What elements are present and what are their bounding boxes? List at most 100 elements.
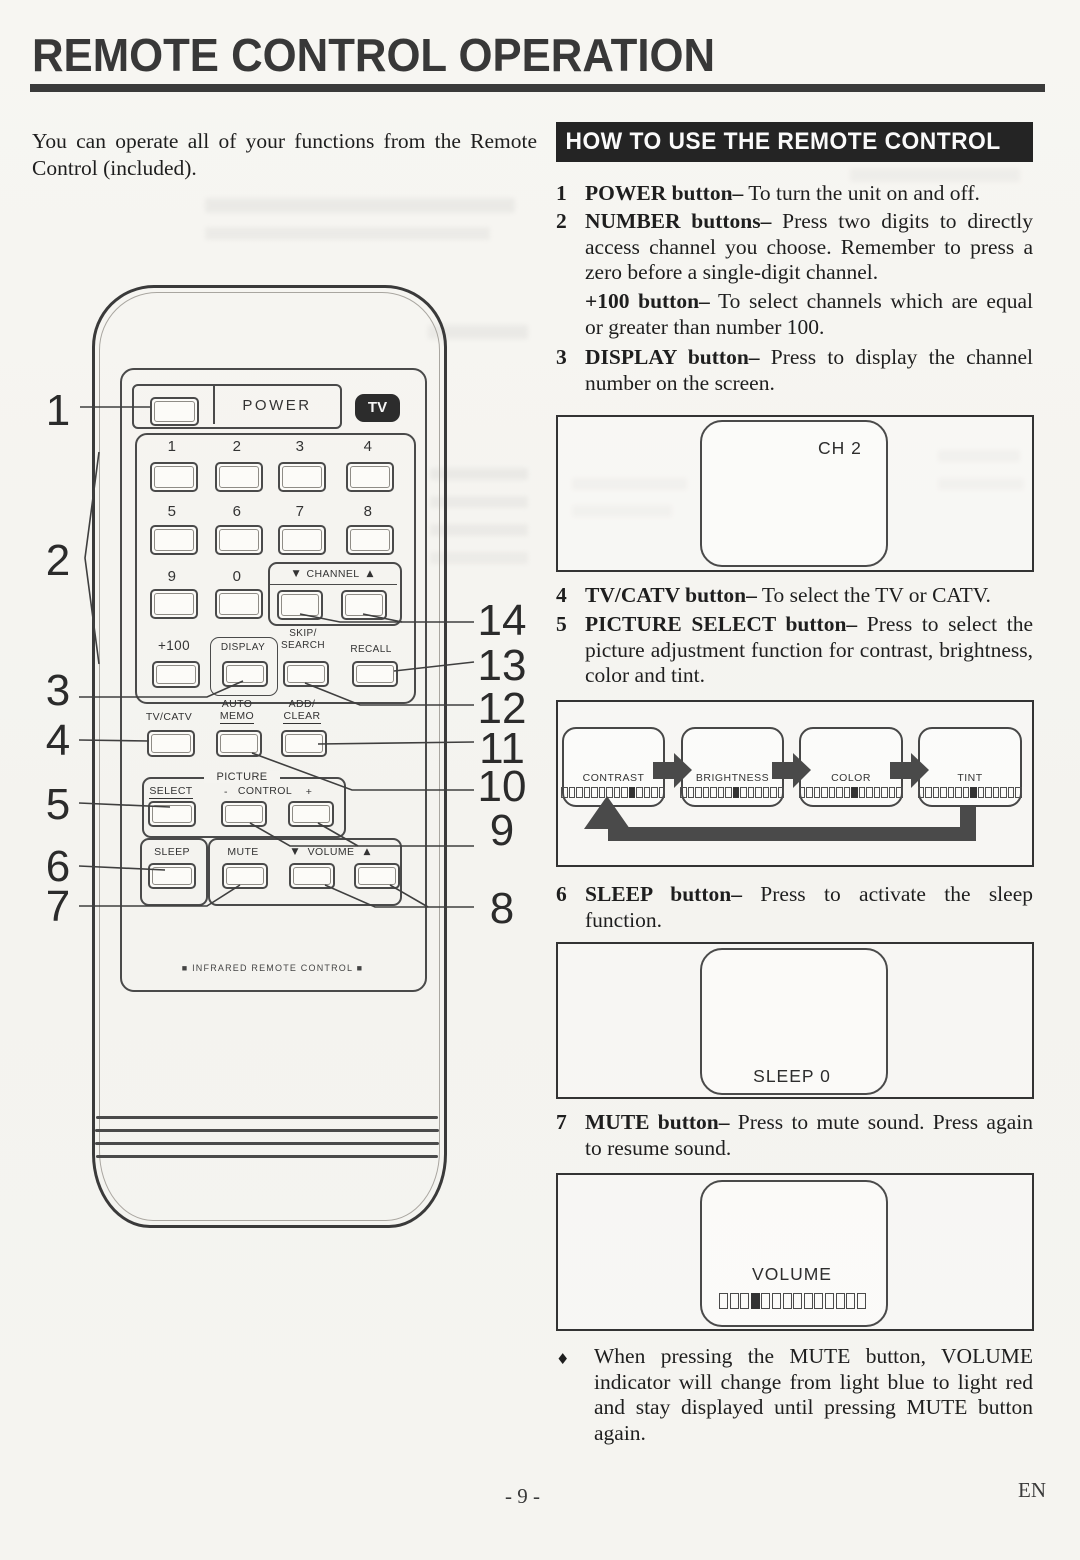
diamond-bullet-icon: ♦	[556, 1350, 570, 1368]
picture-step-brightness: BRIGHTNESS	[680, 727, 785, 807]
digit-5-button	[150, 525, 198, 555]
picture-step-tint: TINT	[917, 727, 1022, 807]
recall-button	[352, 661, 398, 687]
level-segment	[717, 787, 724, 798]
bleed-artifact	[205, 198, 515, 213]
level-segment	[1007, 787, 1014, 798]
picture-control-label: CONTROL	[237, 785, 293, 797]
volume-screen-diagram	[556, 1173, 1034, 1331]
instruction-item-5: 5 PICTURE SELECT button– Press to select…	[556, 612, 1033, 687]
level-segment	[977, 787, 984, 798]
volume-down-icon: ▼	[291, 847, 299, 857]
recall-label: RECALL	[350, 644, 392, 655]
level-segment	[793, 1293, 803, 1309]
digit-9-label: 9	[167, 568, 177, 585]
callout-1: 1	[45, 386, 71, 435]
control-minus-label: -	[224, 786, 228, 798]
level-segment	[896, 787, 903, 798]
level-segment	[598, 787, 605, 798]
level-segment	[568, 787, 575, 798]
level-segment	[888, 787, 895, 798]
level-segment	[680, 787, 687, 798]
level-segment	[940, 787, 947, 798]
level-segment	[777, 787, 784, 798]
display-button	[222, 661, 268, 687]
level-segment	[583, 787, 590, 798]
instruction-item-2: 2 NUMBER buttons– Press two digits to di…	[556, 209, 1033, 284]
level-segment	[750, 1293, 760, 1309]
auto-memo-label: AUTO MEMO	[219, 698, 255, 724]
callout-10: 10	[477, 762, 527, 811]
level-segment	[613, 787, 620, 798]
volume-up-button	[354, 863, 400, 889]
volume-down-button	[289, 863, 335, 889]
skip-search-label: SKIP/ SEARCH	[280, 628, 326, 651]
picture-step-contrast: CONTRAST	[561, 727, 665, 807]
level-segment	[856, 1293, 866, 1309]
level-segment	[740, 1293, 750, 1309]
mute-note: ♦ When pressing the MUTE button, VOLUME …	[556, 1344, 1033, 1445]
auto-memo-button	[216, 730, 262, 757]
channel-screen-diagram	[556, 415, 1034, 572]
picture-select-label: SELECT	[149, 785, 193, 799]
level-segment	[962, 787, 969, 798]
level-segment	[1015, 787, 1022, 798]
level-segment	[719, 1293, 728, 1309]
intro-text: You can operate all of your functions fr…	[32, 129, 537, 180]
level-segment	[803, 1293, 813, 1309]
callout-12: 12	[477, 684, 527, 733]
bleed-artifact	[938, 450, 1020, 462]
digit-2-button	[215, 462, 263, 492]
power-label: POWER	[242, 397, 312, 414]
callout-6: 6	[45, 842, 71, 891]
channel-up-button	[341, 590, 387, 620]
instruction-item-3: 3 DISPLAY button– Press to display the c…	[556, 345, 1033, 395]
display-group	[210, 637, 278, 696]
plus100-button	[152, 661, 200, 688]
callout-4: 4	[45, 716, 71, 765]
level-segment	[561, 787, 568, 798]
tv-badge: TV	[355, 394, 400, 422]
picture-group-title: PICTURE	[204, 771, 280, 783]
level-segment	[762, 787, 769, 798]
level-segment	[621, 787, 628, 798]
power-button	[150, 397, 199, 426]
sleep-button	[148, 863, 196, 889]
power-section-divider	[213, 385, 215, 424]
title-underline	[30, 84, 1045, 92]
level-segment	[813, 787, 820, 798]
bleed-artifact	[430, 468, 528, 480]
instruction-item-plus100: +100 button– To select channels which ar…	[585, 289, 1033, 339]
level-segment	[771, 1293, 781, 1309]
level-segment	[821, 787, 828, 798]
bleed-artifact	[850, 168, 1020, 182]
remote-control-panel	[120, 368, 427, 992]
picture-select-button	[148, 801, 196, 827]
callout-9: 9	[489, 806, 515, 855]
level-segment	[814, 1293, 824, 1309]
level-segment	[732, 787, 739, 798]
bleed-artifact	[430, 524, 528, 536]
digit-4-label: 4	[363, 438, 373, 455]
volume-indicator-label: VOLUME	[752, 1264, 832, 1284]
level-segment	[770, 787, 777, 798]
level-segment	[846, 1293, 856, 1309]
skip-search-button	[283, 661, 329, 687]
digit-8-label: 8	[363, 503, 373, 520]
instruction-item-4: 4 TV/CATV button– To select the TV or CA…	[556, 583, 991, 607]
callout-11: 11	[479, 724, 525, 773]
volume-label: VOLUME	[307, 846, 355, 858]
picture-step-color: COLOR	[798, 727, 903, 807]
tv-screen	[700, 420, 888, 567]
digit-7-label: 7	[295, 503, 305, 520]
digit-1-button	[150, 462, 198, 492]
level-segment	[651, 787, 658, 798]
brightness-level-bar	[680, 787, 785, 798]
callout-5: 5	[45, 780, 71, 829]
bleed-artifact	[572, 505, 672, 517]
level-segment	[873, 787, 880, 798]
level-segment	[658, 787, 665, 798]
digit-1-label: 1	[167, 438, 177, 455]
bleed-artifact	[572, 478, 687, 490]
sleep-screen-diagram	[556, 942, 1034, 1099]
